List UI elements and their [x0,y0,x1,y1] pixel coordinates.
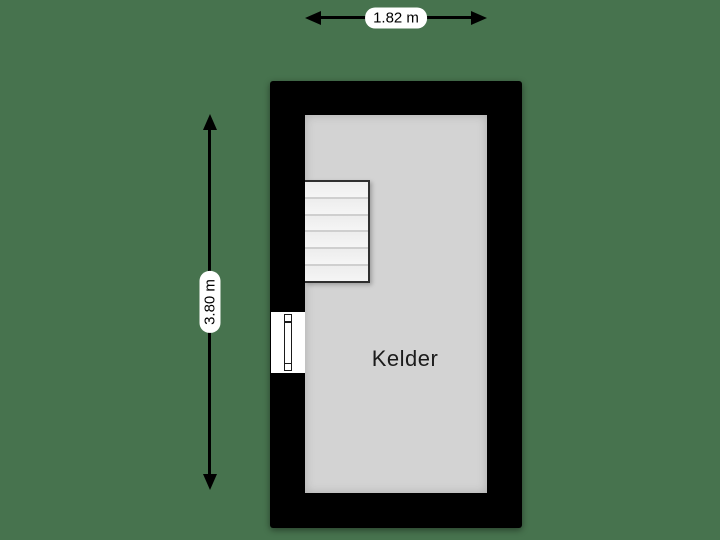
stair-step [305,196,368,214]
stair-step [305,264,368,281]
stair-step [305,182,368,197]
width-dimension-label: 1.82 m [365,7,427,28]
staircase [305,180,370,283]
room-label: Kelder [371,346,439,371]
arrow-right-icon [471,10,487,25]
height-dimension: 3.80 m [199,114,220,490]
arrow-left-icon [305,10,321,25]
window-pane [284,314,292,371]
stair-step [305,247,368,265]
room-floor [305,115,487,493]
stair-step [305,230,368,248]
window [271,310,305,375]
height-dimension-label: 3.80 m [199,271,220,333]
arrow-down-icon [202,474,217,490]
arrow-up-icon [202,114,217,130]
stair-step [305,213,368,231]
width-dimension: 1.82 m [305,7,487,28]
